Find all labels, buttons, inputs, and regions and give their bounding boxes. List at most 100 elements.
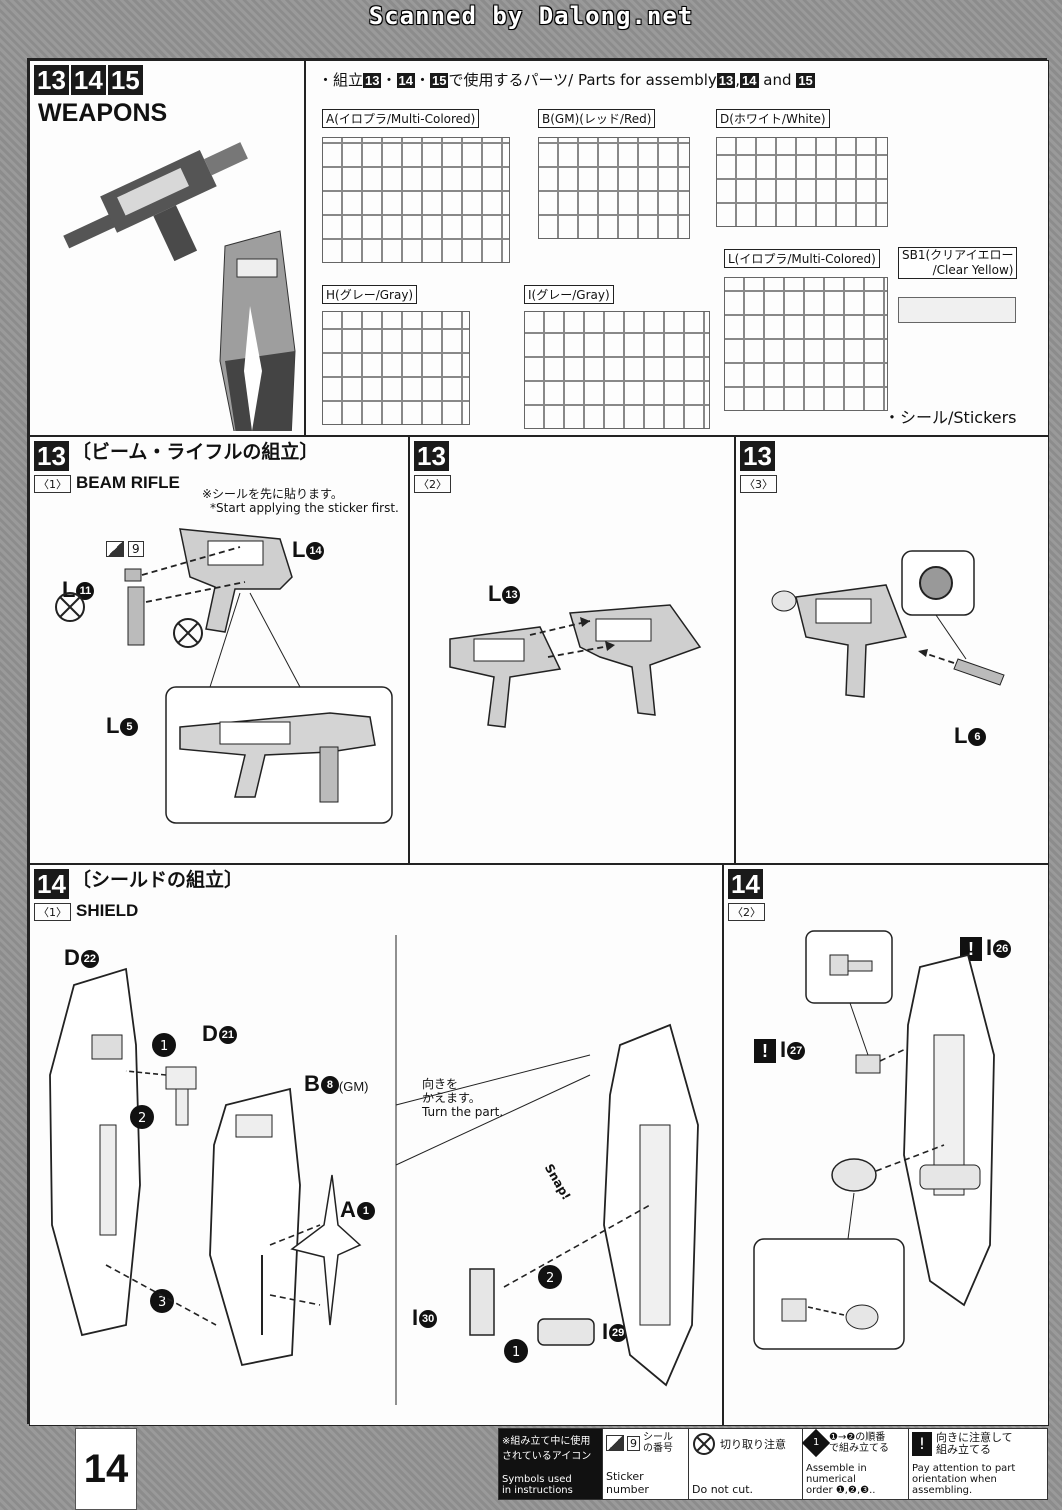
shield-handle-diagram [753,930,995,1350]
step-ref: 15 [796,73,815,88]
sub-step-badge: 〈1〉 [34,903,71,921]
runner-h-label: H(グレー/Gray) [322,285,418,304]
runner-l-label: L(イロプラ/Multi-Colored) [724,249,880,268]
sticker-icon [106,541,124,557]
part-number: 30 [419,1310,438,1329]
sticker-note-en: *Start applying the sticker first. [210,501,399,515]
step-number: 13 [740,441,775,471]
runner-letter: L [106,713,120,738]
legend-sticker-en: Sticker number [606,1470,649,1496]
runner-letter: I [780,1037,787,1062]
weapons-step-numbers: 13 14 15 [34,65,143,95]
runner-letter: B [304,1071,320,1096]
shield-assembly-diagram: 1 2 3 2 1 [49,935,699,1405]
sub-step-badge: 〈2〉 [414,475,451,493]
legend-attn-jp1: 向きに注意して [936,1431,1013,1444]
do-not-cut-icon [173,618,203,648]
runner-letter: I [602,1319,609,1344]
sticker-number: 9 [128,541,144,557]
sub-step-badge: 〈3〉 [740,475,777,493]
step-number: 14 [34,869,69,899]
part-number: 6 [968,728,987,747]
page-number: 14 [75,1428,137,1510]
step-number: 14 [70,65,106,95]
turn-note-en: Turn the part. [422,1105,504,1119]
separator: and [763,71,792,89]
legend-do-not-cut: 切り取り注意 Do not cut. [689,1429,803,1499]
parts-header-text: で使用するパーツ/ Parts for assembly [448,71,717,89]
legend-cut-jp: 切り取り注意 [720,1438,786,1451]
weapons-illustration [63,142,296,431]
runner-sb1-label-line1: SB1(クリアイエロー [902,248,1014,262]
runner-letter: I [412,1305,419,1330]
sticker-number: 9 [627,1435,640,1451]
runner-l [724,277,888,411]
parts-header-prefix: ・組立 [318,71,364,89]
sub-step-badge: 〈2〉 [728,903,765,921]
svg-text:3: 3 [158,1295,166,1310]
part-number: 26 [993,940,1012,959]
legend-sticker-jp1: シール [643,1432,673,1443]
svg-text:2: 2 [138,1111,146,1126]
legend-order-jp2: で組み立てる [829,1443,889,1454]
part-number: 11 [76,582,95,601]
sub-step-badge: 〈1〉 [34,475,71,493]
step-number: 15 [107,65,143,95]
step-number: 13 [34,441,69,471]
step-title-jp: 〔シールドの組立〕 [72,869,244,891]
legend-intro-jp2: されているアイコン [502,1451,592,1462]
separator: , [735,71,741,89]
step-14-2-panel: 14 〈2〉 !I26 !I27 I28 I31 [723,864,1049,1426]
runner-letter: D [64,945,80,970]
variant-tag: (GM) [338,1079,369,1094]
step-ref: 15 [429,73,449,88]
svg-text:1: 1 [160,1039,168,1054]
beam-rifle-assembly-diagram [55,528,393,824]
runner-sb1-label-line2: /Clear Yellow) [932,263,1014,277]
legend-cut-en: Do not cut. [692,1483,754,1496]
weapons-title: WEAPONS [38,99,168,127]
part-number: 13 [502,586,521,605]
step-ref: 13 [716,73,736,88]
sticker-number-badge: 9 [106,541,144,557]
legend-sticker: 9 シールの番号 Sticker number [603,1429,689,1499]
step-number: 13 [414,441,449,471]
runner-letter: L [954,723,968,748]
runner-letter: D [202,1021,218,1046]
sticker-icon [606,1435,624,1451]
step-13-1-panel: 13 〔ビーム・ライフルの組立〕 〈1〉 BEAM RIFLE ※シールを先に貼… [29,436,409,864]
part-number: 1 [356,1202,375,1221]
part-number: 5 [120,718,139,737]
legend-order-en1: Assemble in numerical [806,1463,867,1485]
step-title-en: BEAM RIFLE [76,473,180,492]
step-ref: 13 [363,73,382,88]
watermark: Scanned by Dalong.net [368,2,694,30]
do-not-cut-icon [55,592,85,622]
stickers-label: ・シール/Stickers [884,408,1017,427]
sticker-note-jp: ※シールを先に貼ります。 [202,487,343,501]
step-ref: 14 [740,73,759,88]
step-number: 14 [728,869,763,899]
muzzle-attach-diagram [771,550,1005,698]
manual-sheet: 13 14 15 WEAPONS [27,58,1049,1426]
runner-h [322,311,470,425]
legend-sticker-jp2: の番号 [643,1443,673,1454]
attention-icon: ! [912,1432,932,1456]
part-number: 29 [609,1324,628,1343]
